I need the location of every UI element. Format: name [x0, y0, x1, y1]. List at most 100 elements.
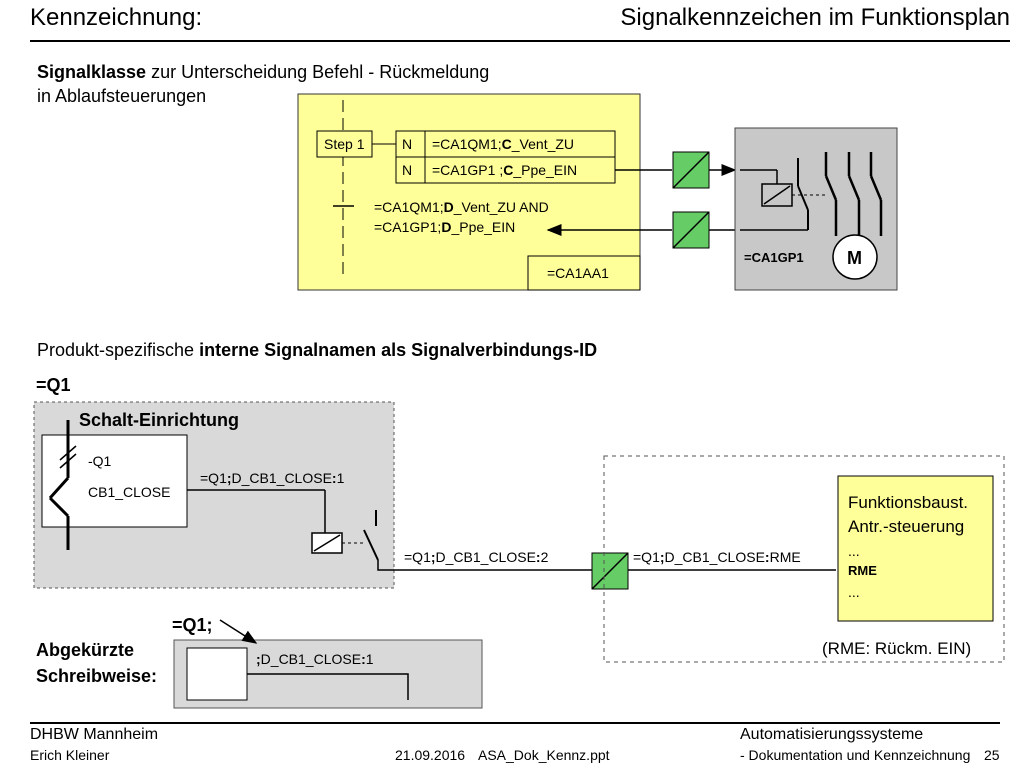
motor-symbol: [832, 234, 878, 280]
section1-rest: zur Unterscheidung Befehl - Rückmeldung: [146, 62, 490, 82]
sfc-id-box: [527, 255, 641, 291]
abbrev-signal: ;D_CB1_CLOSE:1: [256, 651, 374, 667]
signal2-b: ;: [431, 549, 436, 565]
fb-note: (RME: Rückm. EIN): [822, 639, 971, 658]
fb-line2: Antr.-steuerung: [848, 517, 964, 536]
abbrev-b: ;: [256, 651, 261, 667]
breaker-blade-b: [48, 496, 70, 518]
abbrev-arrow: [219, 619, 258, 644]
action-2-class: C: [503, 162, 513, 178]
transition-line-1: =CA1QM1;D_Vent_ZU AND: [374, 199, 549, 215]
abbrev-e: 1: [366, 651, 374, 667]
section2-normal: Produkt-spezifische: [37, 340, 200, 360]
fb-line3: ...: [848, 543, 860, 559]
action-2-qualifier: N: [402, 162, 412, 178]
footer-course: Automatisierungssysteme: [740, 726, 924, 743]
action-1-class: C: [502, 136, 512, 152]
footer-date: 21.09.2016: [395, 747, 466, 763]
footer-page: 25: [984, 747, 1000, 763]
breaker-tick-1: [59, 445, 77, 461]
fb-line1: Funktionsbaust.: [848, 493, 968, 512]
aux-contact-blade: [797, 185, 809, 211]
action-2-prefix: =CA1GP1 ;: [432, 162, 503, 178]
signal1-e: 1: [337, 470, 345, 486]
signal2-d: :: [536, 549, 541, 565]
signal1-d: :: [332, 470, 337, 486]
section1-heading: Signalklasse zur Unterscheidung Befehl -…: [37, 60, 489, 108]
footer-org: DHBW Mannheim: [30, 726, 159, 743]
q1-heading: =Q1: [36, 375, 71, 395]
fb-group: [603, 455, 1005, 663]
coupler-q1: [591, 552, 629, 590]
transition-1-prefix: =CA1QM1;: [374, 199, 444, 215]
footer-file: ASA_Dok_Kennz.ppt: [478, 747, 610, 763]
signal1-b: ;: [227, 470, 232, 486]
contact-2-blade: [847, 175, 861, 201]
action-1-qualifier: N: [402, 136, 412, 152]
abbrev-device: [186, 647, 248, 701]
relay-coil-diagonal: [763, 185, 791, 205]
footer-author: Erich Kleiner: [30, 747, 110, 763]
abbrev-label1: Abgekürzte: [36, 640, 134, 660]
contact-3-blade: [869, 175, 883, 201]
transition-1-suffix: _Vent_ZU AND: [453, 199, 549, 215]
action-1-signal: =CA1QM1;C_Vent_ZU: [432, 136, 574, 152]
q1-contact-blade: [363, 529, 379, 561]
slide-title: Kennzeichnung:: [30, 4, 203, 31]
transition-2-class: D: [441, 219, 451, 235]
signal3-e: RME: [770, 549, 801, 565]
transition-2-suffix: _Ppe_EIN: [450, 219, 515, 235]
coupler-feedback: [672, 211, 710, 249]
section2-heading: Produkt-spezifische interne Signalnamen …: [37, 340, 597, 361]
signal2-e: 2: [541, 549, 549, 565]
fb-line5: ...: [848, 584, 860, 600]
signal3-c: D_CB1_CLOSE: [665, 549, 765, 565]
device-name: CB1_CLOSE: [88, 484, 170, 500]
signal3-b: ;: [660, 549, 665, 565]
footer-divider: [30, 722, 1000, 724]
abbrev-callout: =Q1;: [172, 615, 213, 635]
q1-group: Schalt-Einrichtung -Q1 CB1_CLOSE =Q1;D_C…: [33, 401, 592, 589]
coupler-q1-diagonal: [591, 552, 629, 590]
fb-line4: RME: [848, 563, 877, 578]
contact-1-blade: [824, 175, 838, 201]
abbrev-c: D_CB1_CLOSE: [261, 651, 361, 667]
main-contacts: [824, 152, 883, 236]
signal1-c: D_CB1_CLOSE: [232, 470, 332, 486]
transition-1-class: D: [444, 199, 454, 215]
slide-subtitle: Signalkennzeichen im Funktionsplan: [620, 4, 1010, 31]
signal2-c: D_CB1_CLOSE: [436, 549, 536, 565]
signal2-line: [377, 560, 592, 571]
signal1-label: =Q1;D_CB1_CLOSE:1: [200, 470, 345, 486]
sfc-box: Step 1 N =CA1QM1;C_Vent_ZU N =CA1GP1 ;C_…: [297, 93, 641, 291]
coupler-feedback-diagonal: [672, 211, 710, 249]
abbrev-line: [247, 673, 409, 700]
sfc-id: =CA1AA1: [547, 265, 609, 281]
action-1-prefix: =CA1QM1;: [432, 136, 502, 152]
abbrev-group: ;D_CB1_CLOSE:1 =Q1;: [172, 615, 483, 709]
device-tag: -Q1: [88, 453, 112, 469]
header-divider: [30, 40, 1010, 42]
coupler-command: [672, 151, 710, 189]
breaker-blade-a: [48, 476, 70, 500]
section1-line2: in Ablaufsteuerungen: [37, 86, 207, 106]
section1-bold: Signalklasse: [37, 62, 147, 82]
signal3-label: =Q1;D_CB1_CLOSE:RME: [633, 549, 801, 565]
breaker-tick-2: [59, 453, 77, 469]
motor-letter: M: [847, 248, 862, 268]
signal3-d: :: [765, 549, 770, 565]
section2-bold: interne Signalnamen als Signalverbindung…: [199, 340, 598, 360]
q1-relay-diagonal: [313, 534, 341, 552]
action-2-signal: =CA1GP1 ;C_Ppe_EIN: [432, 162, 577, 178]
footer-topic: - Dokumentation und Kennzeichnung: [740, 747, 971, 763]
q1-group-title: Schalt-Einrichtung: [79, 410, 239, 430]
transition-line-2: =CA1GP1;D_Ppe_EIN: [374, 219, 515, 235]
motor-panel: M =CA1GP1: [734, 127, 898, 291]
coupler-command-diagonal: [672, 151, 710, 189]
fb-box: [837, 475, 994, 622]
signal1-a: =Q1: [200, 470, 227, 486]
motor-id: =CA1GP1: [744, 250, 804, 265]
signal3-a: =Q1: [633, 549, 660, 565]
abbrev-label2: Schreibweise:: [36, 666, 157, 686]
